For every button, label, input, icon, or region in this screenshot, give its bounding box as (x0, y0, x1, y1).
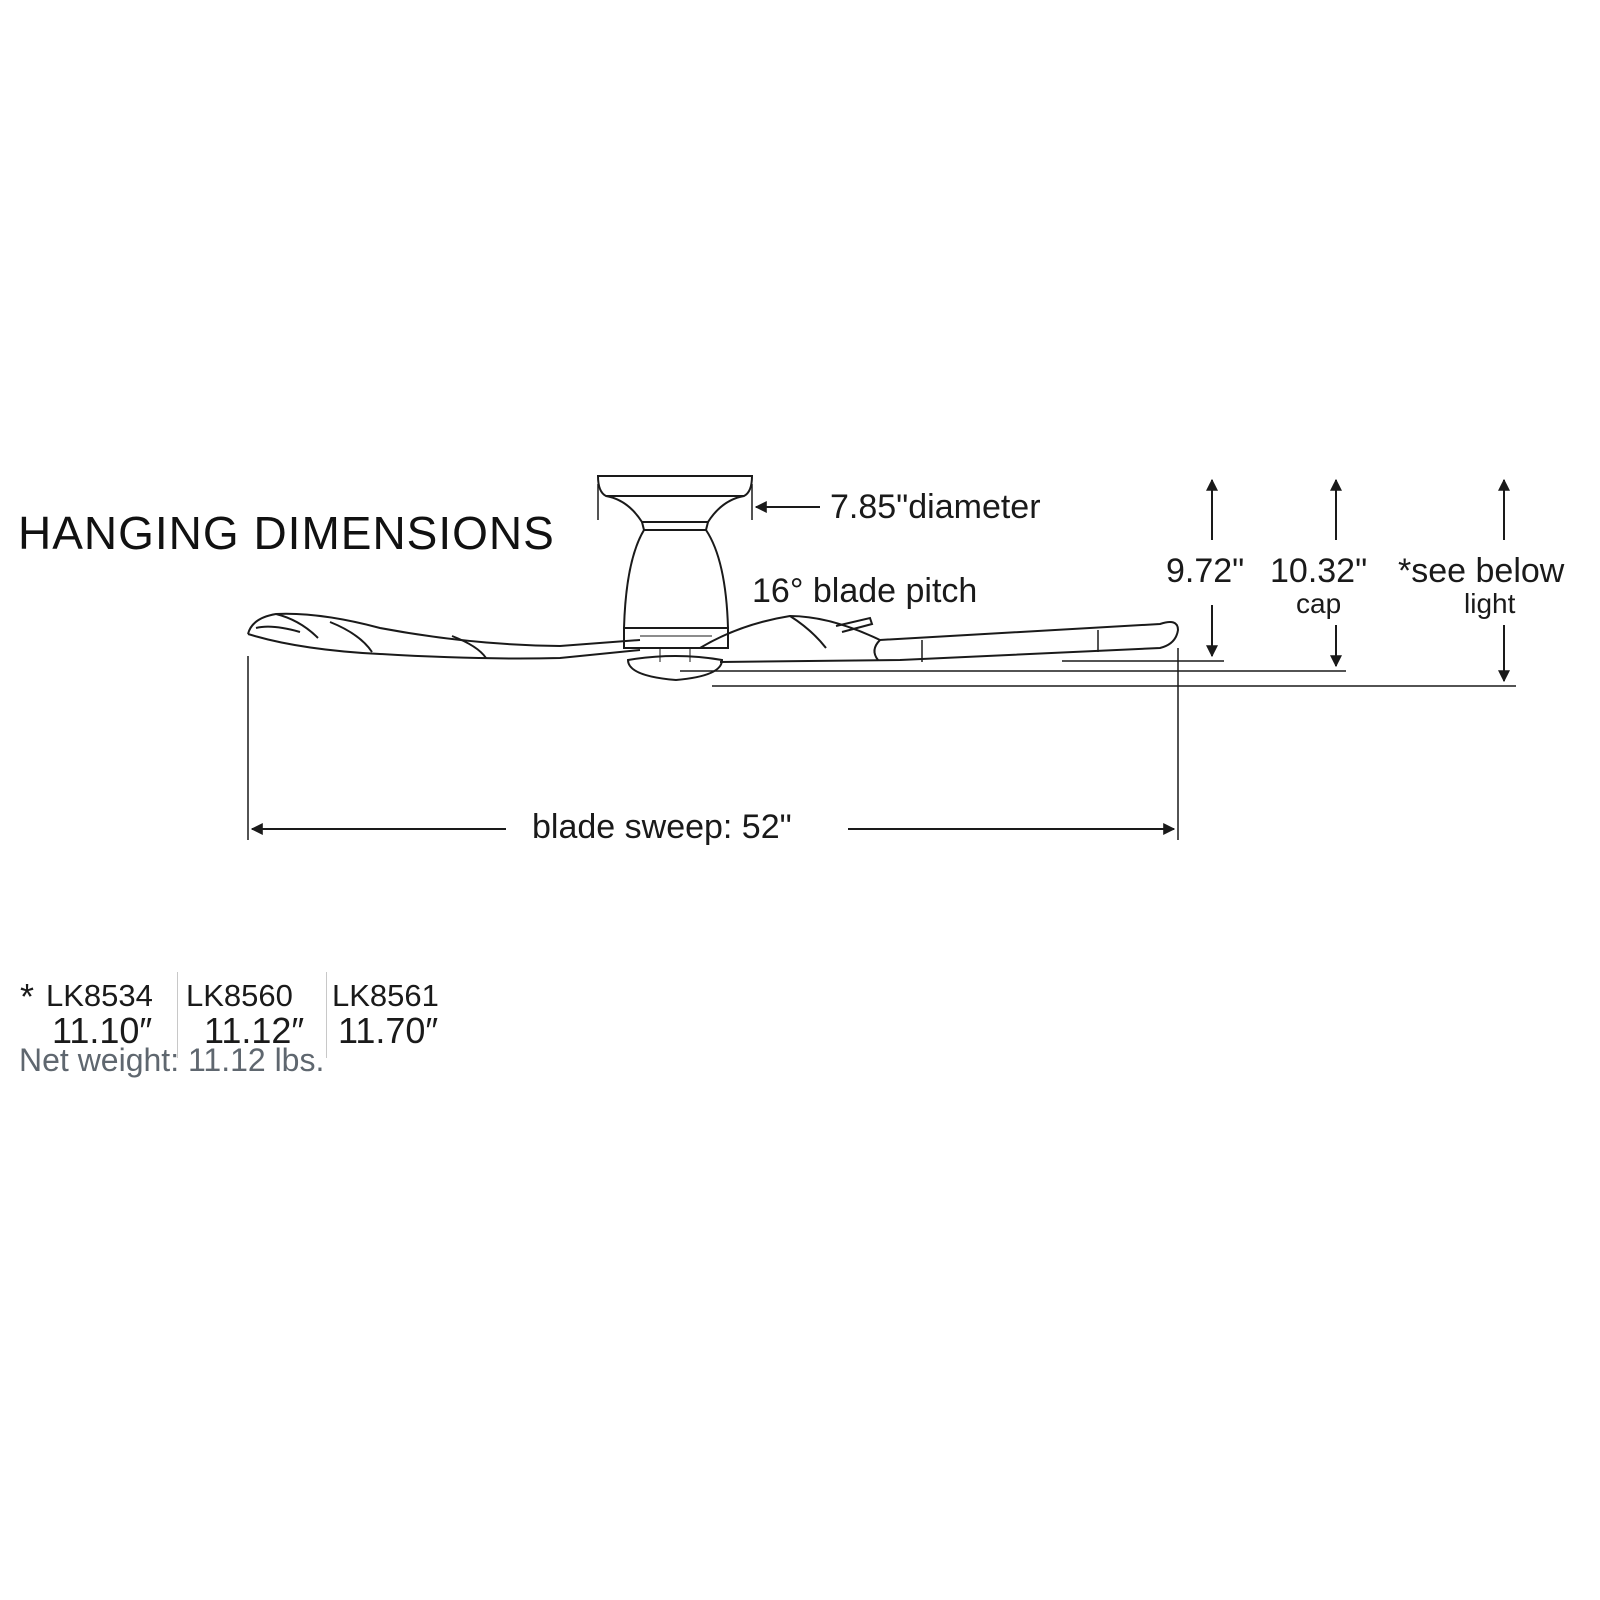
light-height-value: *see below (1398, 552, 1565, 590)
asterisk: * (20, 976, 35, 1017)
canopy (596, 475, 754, 629)
light-height-label: light (1464, 588, 1516, 619)
page-title: HANGING DIMENSIONS (18, 507, 555, 559)
divider (177, 972, 178, 1058)
model-height: 11.12″ (204, 1010, 305, 1051)
cap-height-label: cap (1296, 588, 1342, 619)
model-height: 11.10″ (52, 1010, 153, 1051)
model-height: 11.70″ (338, 1010, 439, 1051)
model-number: LK8534 (46, 978, 153, 1013)
divider (326, 972, 327, 1058)
cap-height-value: 10.32" (1270, 552, 1368, 590)
model-number: LK8561 (332, 978, 439, 1013)
blade-pitch-label: 16° blade pitch (752, 572, 978, 610)
net-weight: Net weight: 11.12 lbs. (19, 1042, 325, 1078)
motor-hub (623, 627, 729, 682)
left-blade (247, 612, 641, 660)
fan-height-label: 9.72" (1166, 552, 1245, 590)
model-number: LK8560 (186, 978, 293, 1013)
right-blade (699, 614, 1180, 663)
diameter-label: 7.85"diameter (830, 488, 1041, 526)
blade-sweep-label: blade sweep: 52" (532, 808, 792, 846)
